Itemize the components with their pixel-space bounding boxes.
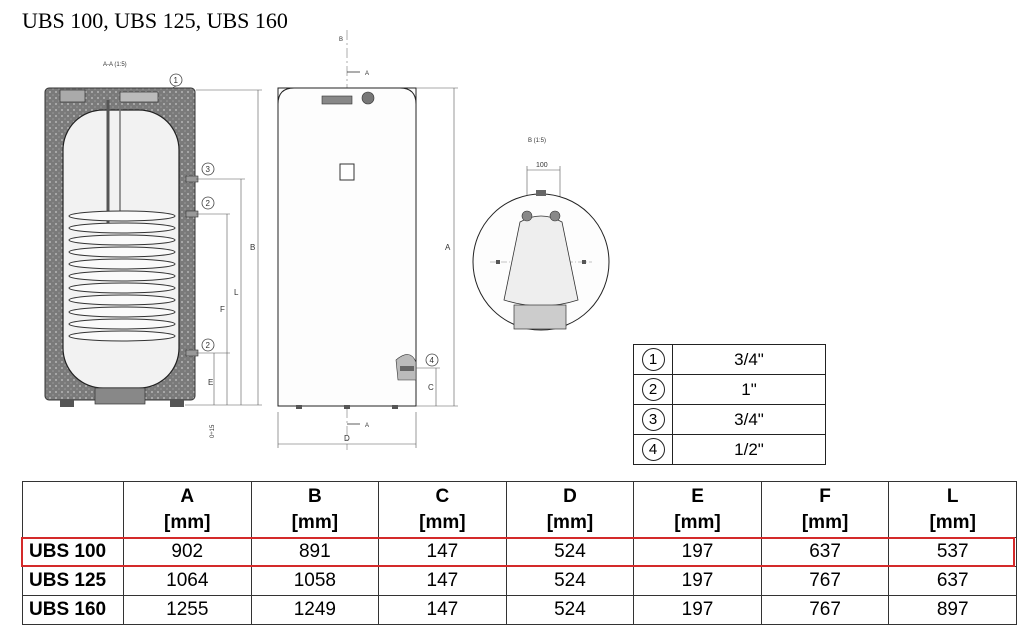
- header-model-cell: [22, 481, 124, 538]
- connection-number-badge: 3: [641, 408, 665, 431]
- header-col-F: F[mm]: [760, 481, 890, 538]
- dim-label-range: 0÷15: [210, 424, 216, 438]
- table-cell: 767: [760, 595, 890, 625]
- callout-3-num: 3: [206, 165, 211, 174]
- dimensions-table: A[mm] B[mm] C[mm] D[mm] E[mm] F[mm] L[mm…: [22, 481, 1017, 625]
- callout-2-num-bottom: 2: [206, 341, 211, 350]
- detail-label: B (1:5): [528, 138, 546, 144]
- dim-label-L: L: [234, 288, 239, 297]
- header-col-A: A[mm]: [123, 481, 252, 538]
- section-marker-A-top: A: [365, 71, 369, 77]
- table-cell: 197: [633, 566, 762, 596]
- connections-table: 1 3/4" 2 1" 3 3/4" 4 1/2": [633, 344, 826, 465]
- dim-label-B: B: [250, 243, 255, 252]
- front-view: B A 4 A A C D: [277, 30, 458, 450]
- connection-size: 3/4": [672, 344, 826, 375]
- table-header-row: A[mm] B[mm] C[mm] D[mm] E[mm] F[mm] L[mm…: [22, 481, 1017, 538]
- table-cell: 767: [760, 566, 890, 596]
- connection-size: 1": [672, 374, 826, 405]
- table-cell: 897: [888, 595, 1017, 625]
- header-col-L: L[mm]: [888, 481, 1017, 538]
- table-cell: 147: [378, 595, 507, 625]
- header-col-D: D[mm]: [505, 481, 635, 538]
- model-name: UBS 125: [22, 566, 124, 596]
- connection-number-badge: 2: [641, 378, 665, 401]
- table-row-ubs160: UBS 160 1255 1249 147 524 197 767 897: [22, 595, 1017, 625]
- table-cell: 524: [505, 537, 635, 567]
- header-col-C: C[mm]: [378, 481, 507, 538]
- dim-label-D: D: [344, 434, 350, 443]
- header-col-E: E[mm]: [633, 481, 762, 538]
- table-cell: 147: [378, 537, 507, 567]
- table-cell: 891: [250, 537, 380, 567]
- table-cell: 537: [888, 537, 1017, 567]
- model-name: UBS 100: [22, 537, 124, 567]
- page-title: UBS 100, UBS 125, UBS 160: [22, 8, 288, 33]
- section-view: A-A (1:5) 1: [44, 62, 262, 438]
- dim-label-C: C: [428, 383, 434, 392]
- connection-number-badge: 1: [641, 348, 665, 371]
- technical-drawing: A-A (1:5) 1: [44, 30, 610, 450]
- table-cell: 197: [633, 537, 762, 567]
- table-cell: 1058: [250, 566, 380, 596]
- detail-dim-value: 100: [536, 162, 548, 169]
- table-cell: 524: [505, 595, 635, 625]
- dim-label-A: A: [445, 243, 451, 252]
- connection-size: 3/4": [672, 404, 826, 435]
- detail-view: B (1:5) 100: [472, 138, 610, 331]
- connection-row: 3 3/4": [633, 404, 826, 435]
- table-row-ubs100: UBS 100 902 891 147 524 197 637 537: [22, 537, 1017, 567]
- connection-row: 4 1/2": [633, 434, 826, 465]
- table-cell: 637: [760, 537, 890, 567]
- table-cell: 1249: [250, 595, 380, 625]
- table-cell: 902: [123, 537, 252, 567]
- table-cell: 637: [888, 566, 1017, 596]
- table-cell: 197: [633, 595, 762, 625]
- table-cell: 524: [505, 566, 635, 596]
- callout-2-num-top: 2: [206, 199, 211, 208]
- connection-row: 1 3/4": [633, 344, 826, 375]
- connection-number-badge: 4: [641, 438, 665, 461]
- table-cell: 1064: [123, 566, 252, 596]
- dim-label-E: E: [208, 378, 213, 387]
- heating-coil: [68, 210, 176, 342]
- callout-4-num: 4: [430, 356, 435, 365]
- table-row-ubs125: UBS 125 1064 1058 147 524 197 767 637: [22, 566, 1017, 596]
- connection-size: 1/2": [672, 434, 826, 465]
- dim-label-F: F: [220, 305, 225, 314]
- view-marker-B: B: [339, 37, 343, 43]
- section-label: A-A (1:5): [103, 62, 127, 68]
- callout-1-num: 1: [174, 76, 179, 85]
- header-col-B: B[mm]: [250, 481, 380, 538]
- section-marker-A-bottom: A: [365, 423, 369, 429]
- table-cell: 147: [378, 566, 507, 596]
- model-name: UBS 160: [22, 595, 124, 625]
- table-cell: 1255: [123, 595, 252, 625]
- connection-row: 2 1": [633, 374, 826, 405]
